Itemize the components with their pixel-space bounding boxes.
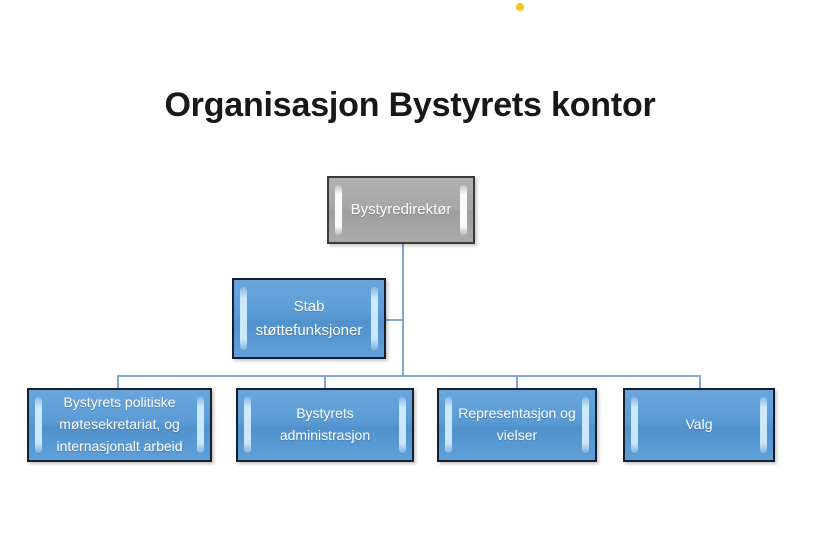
node-valg[interactable]: Valg xyxy=(623,388,775,462)
node-valg-label: Valg xyxy=(685,416,713,433)
connector-bottom-bus xyxy=(117,375,701,377)
connector-drop-representasjon xyxy=(516,375,518,389)
node-administrasjon-label: Bystyrets administrasjon xyxy=(279,405,371,443)
connector-stab-branch xyxy=(385,319,404,321)
gold-dot-decoration xyxy=(516,3,524,11)
connector-root-trunk xyxy=(402,243,404,377)
connector-drop-administrasjon xyxy=(324,375,326,389)
node-stab-label: Stab støttefunksjoner xyxy=(255,298,363,339)
node-stab[interactable]: Stab støttefunksjoner xyxy=(232,278,386,359)
page-title: Organisasjon Bystyrets kontor xyxy=(164,86,656,124)
connector-drop-politiske xyxy=(117,375,119,389)
node-politiske-label: Bystyrets politiske møtesekretariat, og … xyxy=(56,394,183,454)
node-bystyredirektor-label: Bystyredirektør xyxy=(350,201,452,219)
node-representasjon[interactable]: Representasjon og vielser xyxy=(437,388,597,462)
node-politiske[interactable]: Bystyrets politiske møtesekretariat, og … xyxy=(27,388,212,462)
node-bystyredirektor[interactable]: Bystyredirektør xyxy=(327,176,475,244)
node-representasjon-label: Representasjon og vielser xyxy=(458,405,576,443)
connector-drop-valg xyxy=(699,375,701,389)
node-administrasjon[interactable]: Bystyrets administrasjon xyxy=(236,388,414,462)
